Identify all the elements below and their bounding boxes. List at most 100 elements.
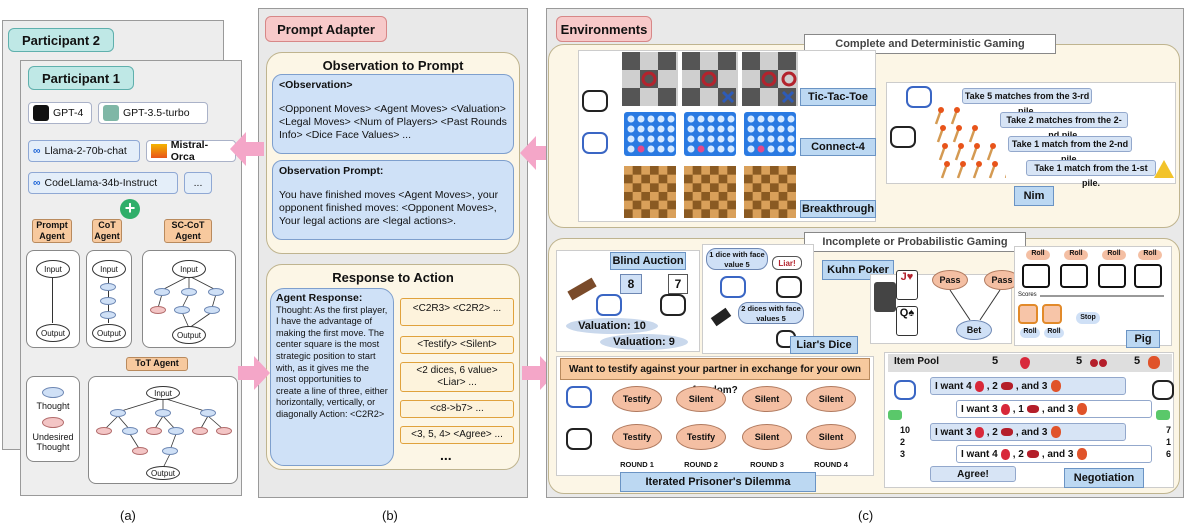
tot-output-node: Output: [146, 466, 180, 480]
pig-roll-3: Roll: [1102, 250, 1126, 260]
breakthrough-square: [769, 183, 779, 192]
robot-icon: [566, 386, 592, 408]
neg-right-chat-icon: [1156, 410, 1170, 420]
connect4-hole: [747, 115, 755, 123]
breakthrough-square: [632, 166, 642, 175]
pd-r2-a: Silent: [676, 386, 726, 412]
neg-offer-3: I want 3, 2, and 3: [930, 423, 1126, 441]
sc-cot-thought-node: [154, 288, 170, 296]
breakthrough-square: [684, 209, 693, 218]
prompt-input-node: Input: [36, 260, 70, 278]
observation-to-prompt-title: Observation to Prompt: [322, 58, 464, 73]
connect4-hole: [747, 135, 755, 143]
prompt-adapter-title: Prompt Adapter: [265, 16, 387, 42]
arrow-participant-to-adapter: [238, 356, 270, 390]
action-box-breakthrough: <c8->b7> ...: [400, 400, 514, 418]
connect4-hole: [767, 145, 775, 153]
cherry-icon: [1026, 405, 1039, 413]
complete-gaming-title: Complete and Deterministic Gaming: [804, 34, 1056, 54]
pool-count-strawberry: 5: [992, 355, 999, 367]
game-label-blind-auction: Blind Auction: [610, 252, 686, 270]
connect4-hole: [757, 125, 765, 133]
breakthrough-square: [624, 174, 633, 184]
pd-r1-a: Testify: [612, 386, 662, 412]
prompt-agent-tag: Prompt Agent: [32, 219, 72, 243]
connect4-hole: [767, 115, 775, 123]
matches-graphic: [934, 107, 1006, 179]
robot-icon: [906, 86, 932, 108]
response-to-action-title: Response to Action: [332, 270, 454, 285]
breakthrough-square: [692, 183, 702, 192]
openai-icon: [103, 105, 119, 121]
connect4-hole: [767, 135, 775, 143]
connect4-hole: [757, 115, 765, 123]
sc-cot-input-node: Input: [172, 260, 206, 278]
round-3: ROUND 3: [750, 460, 784, 469]
prompt-link: [52, 278, 53, 323]
sc-cot-thought-node: [204, 306, 220, 314]
breakthrough-square: [718, 191, 728, 201]
robot-icon: [660, 294, 686, 316]
robot-icon: [582, 132, 608, 154]
connect4-hole: [717, 115, 725, 123]
breakthrough-square: [624, 191, 633, 201]
pd-r3-b: Silent: [742, 424, 792, 450]
breakthrough-square: [787, 183, 796, 192]
connect4-hole: [647, 115, 655, 123]
pepper-icon: [1076, 403, 1087, 415]
breakthrough-square: [684, 174, 693, 184]
observation-prompt-head: Observation Prompt:: [279, 165, 384, 177]
plus-icon: +: [120, 199, 140, 219]
tot-agent-tag: ToT Agent: [126, 357, 188, 371]
model-codellama: ∞CodeLlama-34b-Instruct: [28, 172, 178, 194]
breakthrough-square: [778, 209, 788, 218]
cot-thought-node: [100, 297, 116, 305]
breakthrough-square: [692, 166, 702, 175]
pepper-icon: [1148, 356, 1160, 369]
connect4-hole: [787, 115, 795, 123]
connect4-hole: [787, 135, 795, 143]
neg-offer-4: I want 4, 2, and 3: [956, 445, 1152, 463]
meta-icon: ∞: [33, 145, 41, 157]
connect4-hole: [647, 135, 655, 143]
participant2-title: Participant 2: [8, 28, 114, 52]
breakthrough-square: [624, 209, 633, 218]
game-label-negotiation: Negotiation: [1064, 468, 1144, 488]
match-flame: [938, 107, 944, 113]
neg-left-chat-icon: [888, 410, 902, 420]
strawberry-icon: [1000, 403, 1010, 415]
game-label-pig: Pig: [1126, 330, 1160, 348]
match-flame: [958, 143, 964, 149]
breakthrough-square: [632, 183, 642, 192]
agent-response-box: Agent Response: Thought: As the first pl…: [270, 288, 394, 466]
model-mistral: Mistral-Orca: [146, 139, 236, 163]
breakthrough-square: [787, 200, 796, 210]
cherry-icon: [1000, 428, 1013, 436]
connect4-hole: [687, 145, 695, 153]
die-icon: [1098, 264, 1126, 288]
incomplete-gaming-title: Incomplete or Probabilistic Gaming: [804, 232, 1026, 252]
agent-response-head: Agent Response:: [276, 292, 363, 304]
game-label-liars-dice: Liar's Dice: [790, 336, 858, 354]
caption-b: (b): [382, 508, 398, 523]
strawberry-icon: [974, 426, 984, 438]
observation-body: <Opponent Moves> <Agent Moves> <Valuatio…: [279, 103, 507, 141]
breakthrough-square: [761, 174, 770, 184]
connect4-hole: [727, 145, 735, 153]
sc-cot-thought-node: [174, 306, 190, 314]
agent-response-body: Thought: As the first player, I have the…: [276, 304, 388, 419]
pig-scores-label: Scores: [1018, 292, 1037, 298]
observation-prompt-box: Observation Prompt: You have finished mo…: [272, 160, 514, 240]
sc-cot-output-node: Output: [172, 326, 206, 344]
strawberry-icon: [1000, 448, 1010, 460]
connect4-hole: [647, 125, 655, 133]
breakthrough-square: [744, 209, 753, 218]
connect4-hole: [637, 135, 645, 143]
sc-cot-graph: [157, 275, 217, 329]
breakthrough-square: [701, 209, 710, 218]
environments-title: Environments: [556, 16, 652, 42]
connect4-hole: [697, 145, 705, 153]
connect4-hole: [727, 115, 735, 123]
caption-c: (c): [858, 508, 874, 523]
cherry-icon: [1026, 450, 1039, 458]
